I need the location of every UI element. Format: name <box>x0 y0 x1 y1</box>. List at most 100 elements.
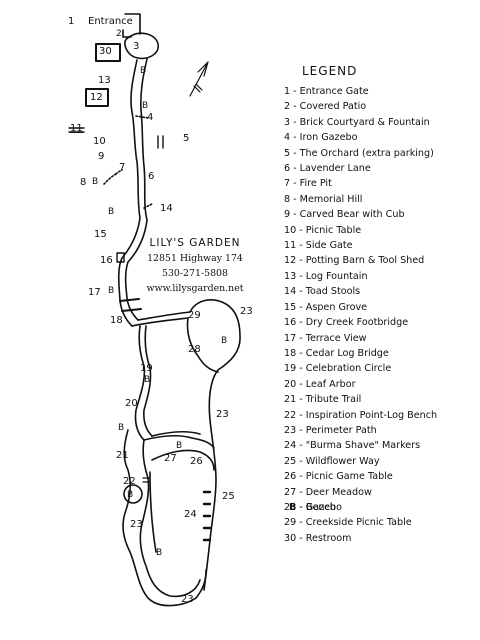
legend-item: 10 - Picnic Table <box>284 224 362 236</box>
bench-1: B <box>140 66 147 76</box>
north-arrow <box>189 61 209 97</box>
bench-4: B <box>108 207 115 217</box>
label-16: 16 <box>100 255 113 266</box>
bench-9: B <box>176 441 183 451</box>
legend-item: 19 - Celebration Circle <box>284 363 392 375</box>
label-entrance: Entrance <box>88 16 133 27</box>
bench-6: B <box>221 336 228 346</box>
main-trail-right <box>124 58 148 321</box>
entrance-gate <box>124 13 141 35</box>
label-1: 1 <box>68 16 75 27</box>
memorial-hill-dots <box>103 169 123 185</box>
legend-item: 30 - Restroom <box>284 532 352 544</box>
restroom-box <box>95 43 121 62</box>
legend-item: 7 - Fire Pit <box>284 178 332 190</box>
garden-info: LILY'S GARDEN 12851 Highway 174 530-271-… <box>135 236 255 296</box>
bench-2: B <box>142 101 149 111</box>
legend-item: 11 - Side Gate <box>284 240 353 252</box>
label-30: 30 <box>99 46 112 57</box>
cedar-log-bridge <box>119 298 142 312</box>
label-13: 13 <box>98 75 111 86</box>
label-15: 15 <box>94 229 107 240</box>
legend-item: 15 - Aspen Grove <box>284 301 368 313</box>
label-8: 8 <box>80 177 87 188</box>
label-23a: 23 <box>240 306 253 317</box>
label-18: 18 <box>110 315 123 326</box>
label-27: 27 <box>164 453 177 464</box>
label-5: 5 <box>183 133 190 144</box>
garden-website: www.lilysgarden.net <box>146 283 244 294</box>
perimeter-path-left <box>122 429 207 607</box>
garden-phone: 530-271-5808 <box>162 268 228 279</box>
legend-item: 5 - The Orchard (extra parking) <box>284 147 434 159</box>
legend-item: 14 - Toad Stools <box>284 286 361 298</box>
legend-item: 20 - Leaf Arbor <box>284 378 356 390</box>
bench-10: B <box>127 490 134 500</box>
label-17: 17 <box>88 287 101 298</box>
bench-8: B <box>118 423 125 433</box>
label-21: 21 <box>116 450 129 461</box>
celebration-path <box>134 325 146 441</box>
legend-item: 8 - Memorial Hill <box>284 193 363 205</box>
legend-item: 23 - Perimeter Path <box>284 424 377 436</box>
label-3: 3 <box>133 41 140 52</box>
orchard-marks <box>157 135 164 149</box>
bench-11: B <box>156 548 163 558</box>
potting-barn-box <box>85 88 109 107</box>
label-2: 2 <box>116 29 122 39</box>
label-23b: 23 <box>216 409 229 420</box>
label-23d: 23 <box>181 594 194 605</box>
burma-shave-markers <box>202 490 212 542</box>
legend-item: 25 - Wildflower Way <box>284 455 380 467</box>
legend-item: 29 - Creekside Picnic Table <box>284 517 412 529</box>
legend-title: LEGEND <box>302 64 358 78</box>
garden-name: LILY'S GARDEN <box>149 237 241 249</box>
legend-list: 1 - Entrance Gate 2 - Covered Patio 3 - … <box>284 84 474 546</box>
legend-item: 1 - Entrance Gate <box>284 86 369 97</box>
bench-key-text: - Bench <box>296 502 336 513</box>
bench-7: B <box>144 375 151 385</box>
legend-item: 18 - Cedar Log Bridge <box>284 347 389 359</box>
label-24: 24 <box>184 509 197 520</box>
label-11: 11 <box>70 123 83 134</box>
legend-item: 24 - "Burma Shave" Markers <box>284 440 421 452</box>
legend-item: 4 - Iron Gazebo <box>284 132 358 144</box>
bench-key-symbol: B <box>289 502 297 513</box>
label-6: 6 <box>148 171 155 182</box>
label-19: 19 <box>140 363 153 374</box>
legend-item: 22 - Inspiration Point-Log Bench <box>284 409 438 421</box>
side-gate-mark <box>68 127 85 133</box>
legend-item: 2 - Covered Patio <box>284 101 367 113</box>
label-26: 26 <box>190 456 203 467</box>
legend-item: 26 - Picnic Game Table <box>284 471 393 483</box>
legend-item: 17 - Terrace View <box>284 332 367 344</box>
brick-courtyard <box>124 32 159 60</box>
picnic-game-loop <box>151 449 215 471</box>
legend-item: 21 - Tribute Trail <box>284 394 362 406</box>
inspiration-point <box>123 484 143 504</box>
label-29: 29 <box>188 310 201 321</box>
bench-3: B <box>92 177 99 187</box>
label-23c: 23 <box>130 519 143 530</box>
label-28: 28 <box>188 344 201 355</box>
bench-5: B <box>108 286 115 296</box>
footbridge-box <box>116 252 125 263</box>
deer-meadow-edge <box>143 435 215 449</box>
label-4: 4 <box>147 112 154 123</box>
label-20: 20 <box>125 398 138 409</box>
label-9: 9 <box>98 151 105 162</box>
legend-item: 27 - Deer Meadow <box>284 486 372 498</box>
legend-item: 28 - Gazebo <box>284 501 342 513</box>
legend-item: 3 - Brick Courtyard & Fountain <box>284 116 430 128</box>
bench-key: B - Bench <box>289 502 336 513</box>
garden-address: 12851 Highway 174 <box>147 253 243 264</box>
label-12: 12 <box>90 92 103 103</box>
label-7: 7 <box>119 162 126 173</box>
creekside-loop <box>189 299 241 591</box>
label-22: 22 <box>123 476 136 487</box>
label-25: 25 <box>222 491 235 502</box>
legend: LEGEND 1 - Entrance Gate 2 - Covered Pat… <box>284 64 474 546</box>
legend-item: 12 - Potting Barn & Tool Shed <box>284 255 425 267</box>
legend-item: 13 - Log Fountain <box>284 270 368 282</box>
